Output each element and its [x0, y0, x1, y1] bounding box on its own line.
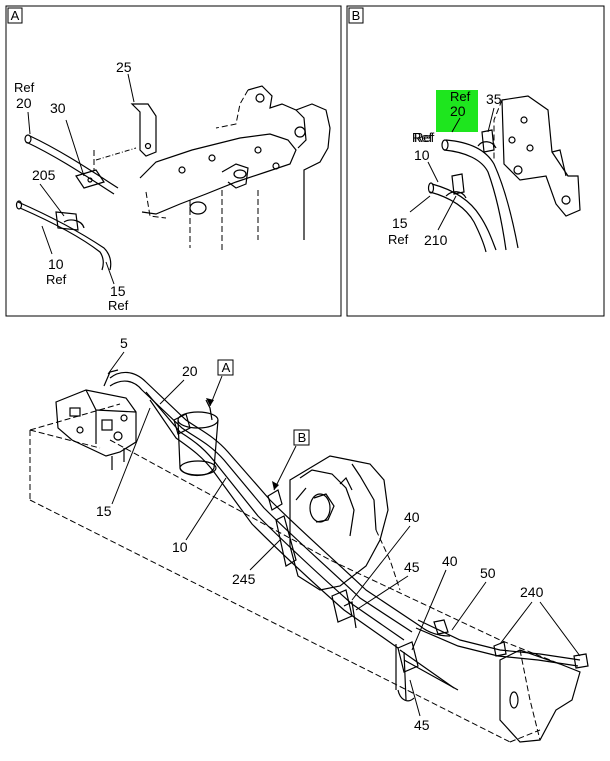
- callout-210: 210: [424, 232, 448, 248]
- panel-a-housing: [139, 85, 331, 252]
- frame-rear-end: [499, 649, 581, 743]
- callout-15: 15: [392, 215, 408, 231]
- callout-20-ref-2: Ref: [414, 130, 435, 145]
- callout-40-upper: 40: [404, 509, 420, 525]
- callout-40-lower: 40: [442, 553, 458, 569]
- detail-panel-b: B Ref 20 35 Ref: [346, 5, 605, 317]
- callout-20-ref: Ref: [14, 80, 35, 95]
- panel-a-bracket-25: 25: [116, 59, 157, 157]
- callout-15: 15: [110, 283, 126, 299]
- callout-45-upper: 45: [404, 559, 420, 575]
- callout-10-ref: Ref: [412, 130, 433, 145]
- line-clips: [173, 413, 589, 673]
- panel-b-bracket: [493, 95, 581, 217]
- panel-a-lines-10-15: 205 10 Ref 15 Ref: [15, 167, 129, 313]
- view-tag-b: B: [272, 429, 310, 491]
- callout-20: 20: [16, 95, 32, 111]
- view-tag-a: A: [206, 359, 234, 407]
- callout-15-ref: Ref: [388, 232, 409, 247]
- callout-25: 25: [116, 59, 132, 75]
- highlight-part-20: [436, 90, 478, 132]
- panel-a-line-20: 30 Ref 20: [14, 80, 137, 195]
- callout-205: 205: [32, 167, 56, 183]
- panel-b-tag: B: [352, 8, 361, 23]
- main-callouts: 5 20 15 10 245 40 45 40 50 240 45: [96, 335, 581, 733]
- callout-15: 15: [96, 503, 112, 519]
- callout-45-lower: 45: [414, 717, 430, 733]
- panel-a-tag: A: [11, 8, 20, 23]
- callout-245: 245: [232, 571, 256, 587]
- callout-15-ref: Ref: [108, 298, 129, 313]
- frame-rail-outline: [29, 403, 511, 743]
- svg-text:A: A: [222, 360, 231, 375]
- callout-10: 10: [172, 539, 188, 555]
- callout-20: 20: [182, 363, 198, 379]
- panel-b-line-20: 35 Ref: [414, 91, 519, 251]
- air-lines-main: [109, 371, 581, 702]
- callout-50: 50: [480, 565, 496, 581]
- callout-30: 30: [50, 100, 66, 116]
- callout-10-ref: Ref: [46, 272, 67, 287]
- svg-text:B: B: [298, 430, 307, 445]
- callout-20: 20: [450, 103, 466, 119]
- callout-10: 10: [48, 256, 64, 272]
- panel-b-lines-10-15: 10 Ref 15 Ref 210: [388, 130, 497, 253]
- callout-20-ref: Ref: [450, 89, 471, 104]
- callout-5: 5: [120, 335, 128, 351]
- callout-35: 35: [486, 91, 502, 107]
- main-assembly-view: A B 5 20 15 10 245 40 45 40: [29, 335, 589, 743]
- air-valve-assembly: [55, 369, 137, 470]
- callout-10: 10: [414, 147, 430, 163]
- transmission-housing: [289, 455, 401, 591]
- callout-240: 240: [520, 584, 544, 600]
- detail-panel-a: A 25: [5, 5, 342, 317]
